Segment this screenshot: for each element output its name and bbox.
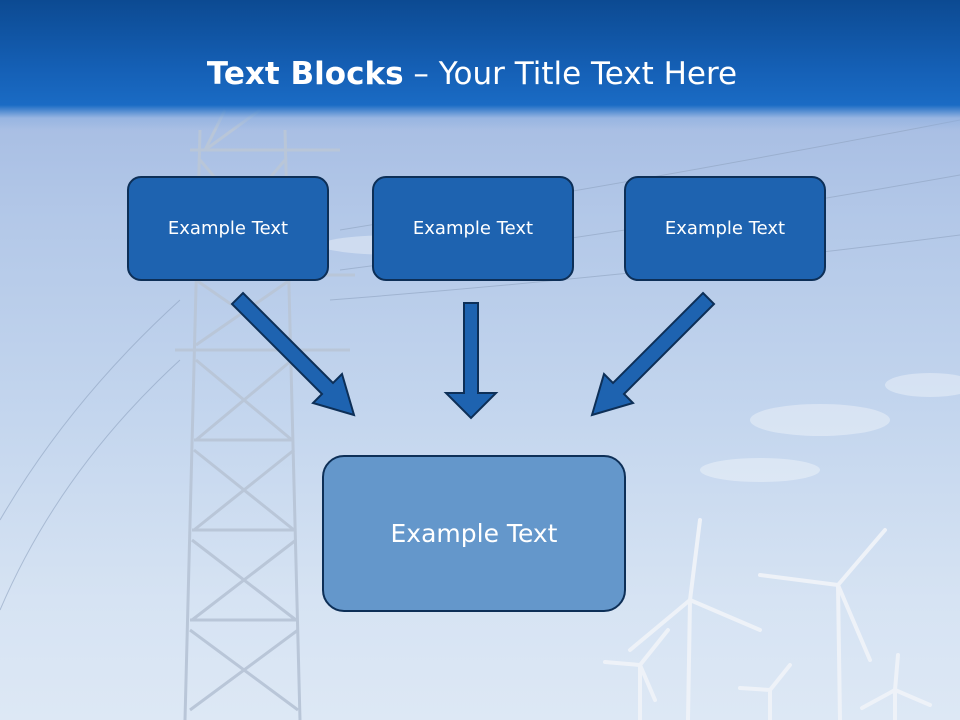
title-rest: – Your Title Text Here xyxy=(403,56,738,92)
text-block-bottom[interactable]: Example Text xyxy=(322,455,626,612)
title-bar xyxy=(0,0,960,130)
arrow-down-left-icon xyxy=(590,291,716,417)
text-block-left[interactable]: Example Text xyxy=(127,176,329,281)
text-block-center[interactable]: Example Text xyxy=(372,176,574,281)
title-bold: Text Blocks xyxy=(206,56,404,92)
text-block-right-label: Example Text xyxy=(664,218,786,239)
text-block-center-label: Example Text xyxy=(412,218,534,239)
arrow-down-right-icon xyxy=(230,291,356,417)
slide-title: Text Blocks – Your Title Text Here xyxy=(0,52,944,96)
text-block-right[interactable]: Example Text xyxy=(624,176,826,281)
text-block-bottom-label: Example Text xyxy=(390,519,558,548)
text-block-left-label: Example Text xyxy=(167,218,289,239)
wind-turbines xyxy=(603,518,932,720)
arrow-down-icon xyxy=(443,302,499,420)
